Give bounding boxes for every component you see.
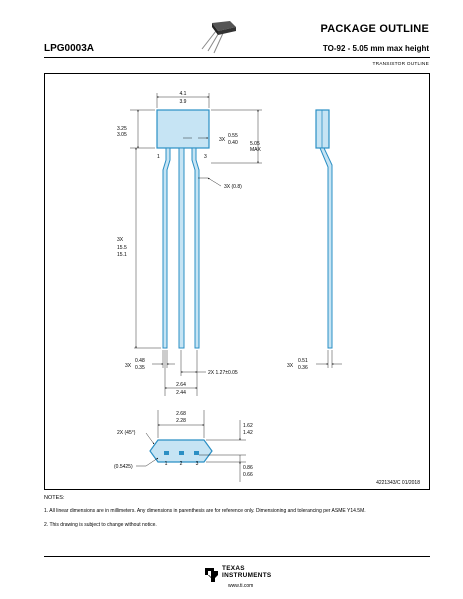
bottom-pin-2-label: 2 bbox=[180, 461, 183, 467]
lead-width-prefix: 3X bbox=[125, 363, 132, 369]
bottom-height-min: 1.42 bbox=[243, 430, 253, 436]
front-width-max: 4.1 bbox=[180, 91, 187, 97]
package-outline-title: PACKAGE OUTLINE bbox=[320, 23, 429, 35]
radius-label: (0.5425) bbox=[114, 464, 133, 470]
overall-height-max: 5.05 bbox=[250, 141, 260, 147]
bottom-pin-1-label: 1 bbox=[165, 461, 168, 467]
company-name: TEXAS INSTRUMENTS bbox=[222, 565, 272, 579]
lead-top-min: 0.40 bbox=[228, 140, 238, 146]
header-rule bbox=[44, 57, 430, 58]
front-lead-1 bbox=[162, 147, 171, 349]
bottom-pin-3 bbox=[194, 451, 199, 455]
front-lead-2 bbox=[178, 147, 185, 349]
body-height-max: 3.25 bbox=[117, 126, 127, 132]
lead-pitch: 2X 1.27±0.05 bbox=[208, 370, 238, 376]
lead-length-nom: 15.5 bbox=[117, 245, 127, 251]
front-width-min: 3.9 bbox=[180, 99, 187, 105]
bottom-offset-max: 0.86 bbox=[243, 465, 253, 471]
bottom-height-max: 1.62 bbox=[243, 423, 253, 429]
front-view: 4.1 3.9 3.25 3.05 3X 0.55 0.40 5.05 MAX … bbox=[117, 91, 262, 396]
package-code: LPG0003A bbox=[44, 43, 95, 54]
company-name-line2: INSTRUMENTS bbox=[222, 571, 272, 579]
lead-width-max: 0.48 bbox=[135, 358, 145, 364]
package-type: TRANSISTOR OUTLINE bbox=[372, 62, 429, 67]
package-subtitle: TO-92 - 5.05 mm max height bbox=[322, 44, 429, 53]
body-height-min: 3.05 bbox=[117, 132, 127, 138]
drawing-frame bbox=[44, 73, 430, 490]
side-body bbox=[315, 109, 330, 149]
chamfer-label: 2X (45°) bbox=[117, 430, 136, 436]
lead-length-prefix: 3X bbox=[117, 237, 124, 243]
lead-top-max: 0.55 bbox=[228, 133, 238, 139]
bottom-pin-2 bbox=[179, 451, 184, 455]
bottom-pin-3-label: 3 bbox=[196, 461, 199, 467]
side-lead-thickness-max: 0.51 bbox=[298, 358, 308, 364]
front-lead-3 bbox=[191, 147, 200, 349]
lead-width-min: 0.35 bbox=[135, 365, 145, 371]
front-body bbox=[156, 109, 210, 149]
lead-span-max: 2.64 bbox=[176, 382, 186, 388]
lead-bend-label: 3X (0.8) bbox=[224, 184, 242, 190]
side-view: 3X 0.51 0.36 bbox=[287, 109, 342, 371]
side-lead-thickness-min: 0.36 bbox=[298, 365, 308, 371]
bottom-offset-min: 0.66 bbox=[243, 472, 253, 478]
lead-length-min: 15.1 bbox=[117, 252, 127, 258]
overall-height-label: MAX bbox=[250, 147, 262, 153]
note-1: 1. All linear dimensions are in millimet… bbox=[44, 508, 366, 514]
lead-span-min: 2.44 bbox=[176, 390, 186, 396]
front-pin-1-label: 1 bbox=[157, 154, 160, 160]
front-pin-3-label: 3 bbox=[204, 154, 207, 160]
bottom-width-min: 2.28 bbox=[176, 418, 186, 424]
company-name-line1: TEXAS bbox=[222, 565, 245, 572]
bottom-pin-1 bbox=[164, 451, 169, 455]
note-2: 2. This drawing is subject to change wit… bbox=[44, 522, 157, 528]
lead-top-prefix: 3X bbox=[219, 137, 226, 143]
bottom-view: 1 2 3 2.68 2.28 2X (45°) 1.62 1.42 bbox=[114, 410, 253, 482]
bottom-width-max: 2.68 bbox=[176, 411, 186, 417]
document-number: 4221343/C 01/2018 bbox=[376, 480, 420, 486]
ti-logo-icon bbox=[205, 568, 218, 582]
company-url[interactable]: www.ti.com bbox=[228, 583, 254, 589]
side-lead bbox=[319, 147, 333, 349]
side-lead-thickness-prefix: 3X bbox=[287, 363, 294, 369]
package-3d-thumbnail bbox=[201, 21, 236, 54]
footer-rule bbox=[44, 556, 430, 557]
notes-title: NOTES: bbox=[44, 495, 65, 501]
